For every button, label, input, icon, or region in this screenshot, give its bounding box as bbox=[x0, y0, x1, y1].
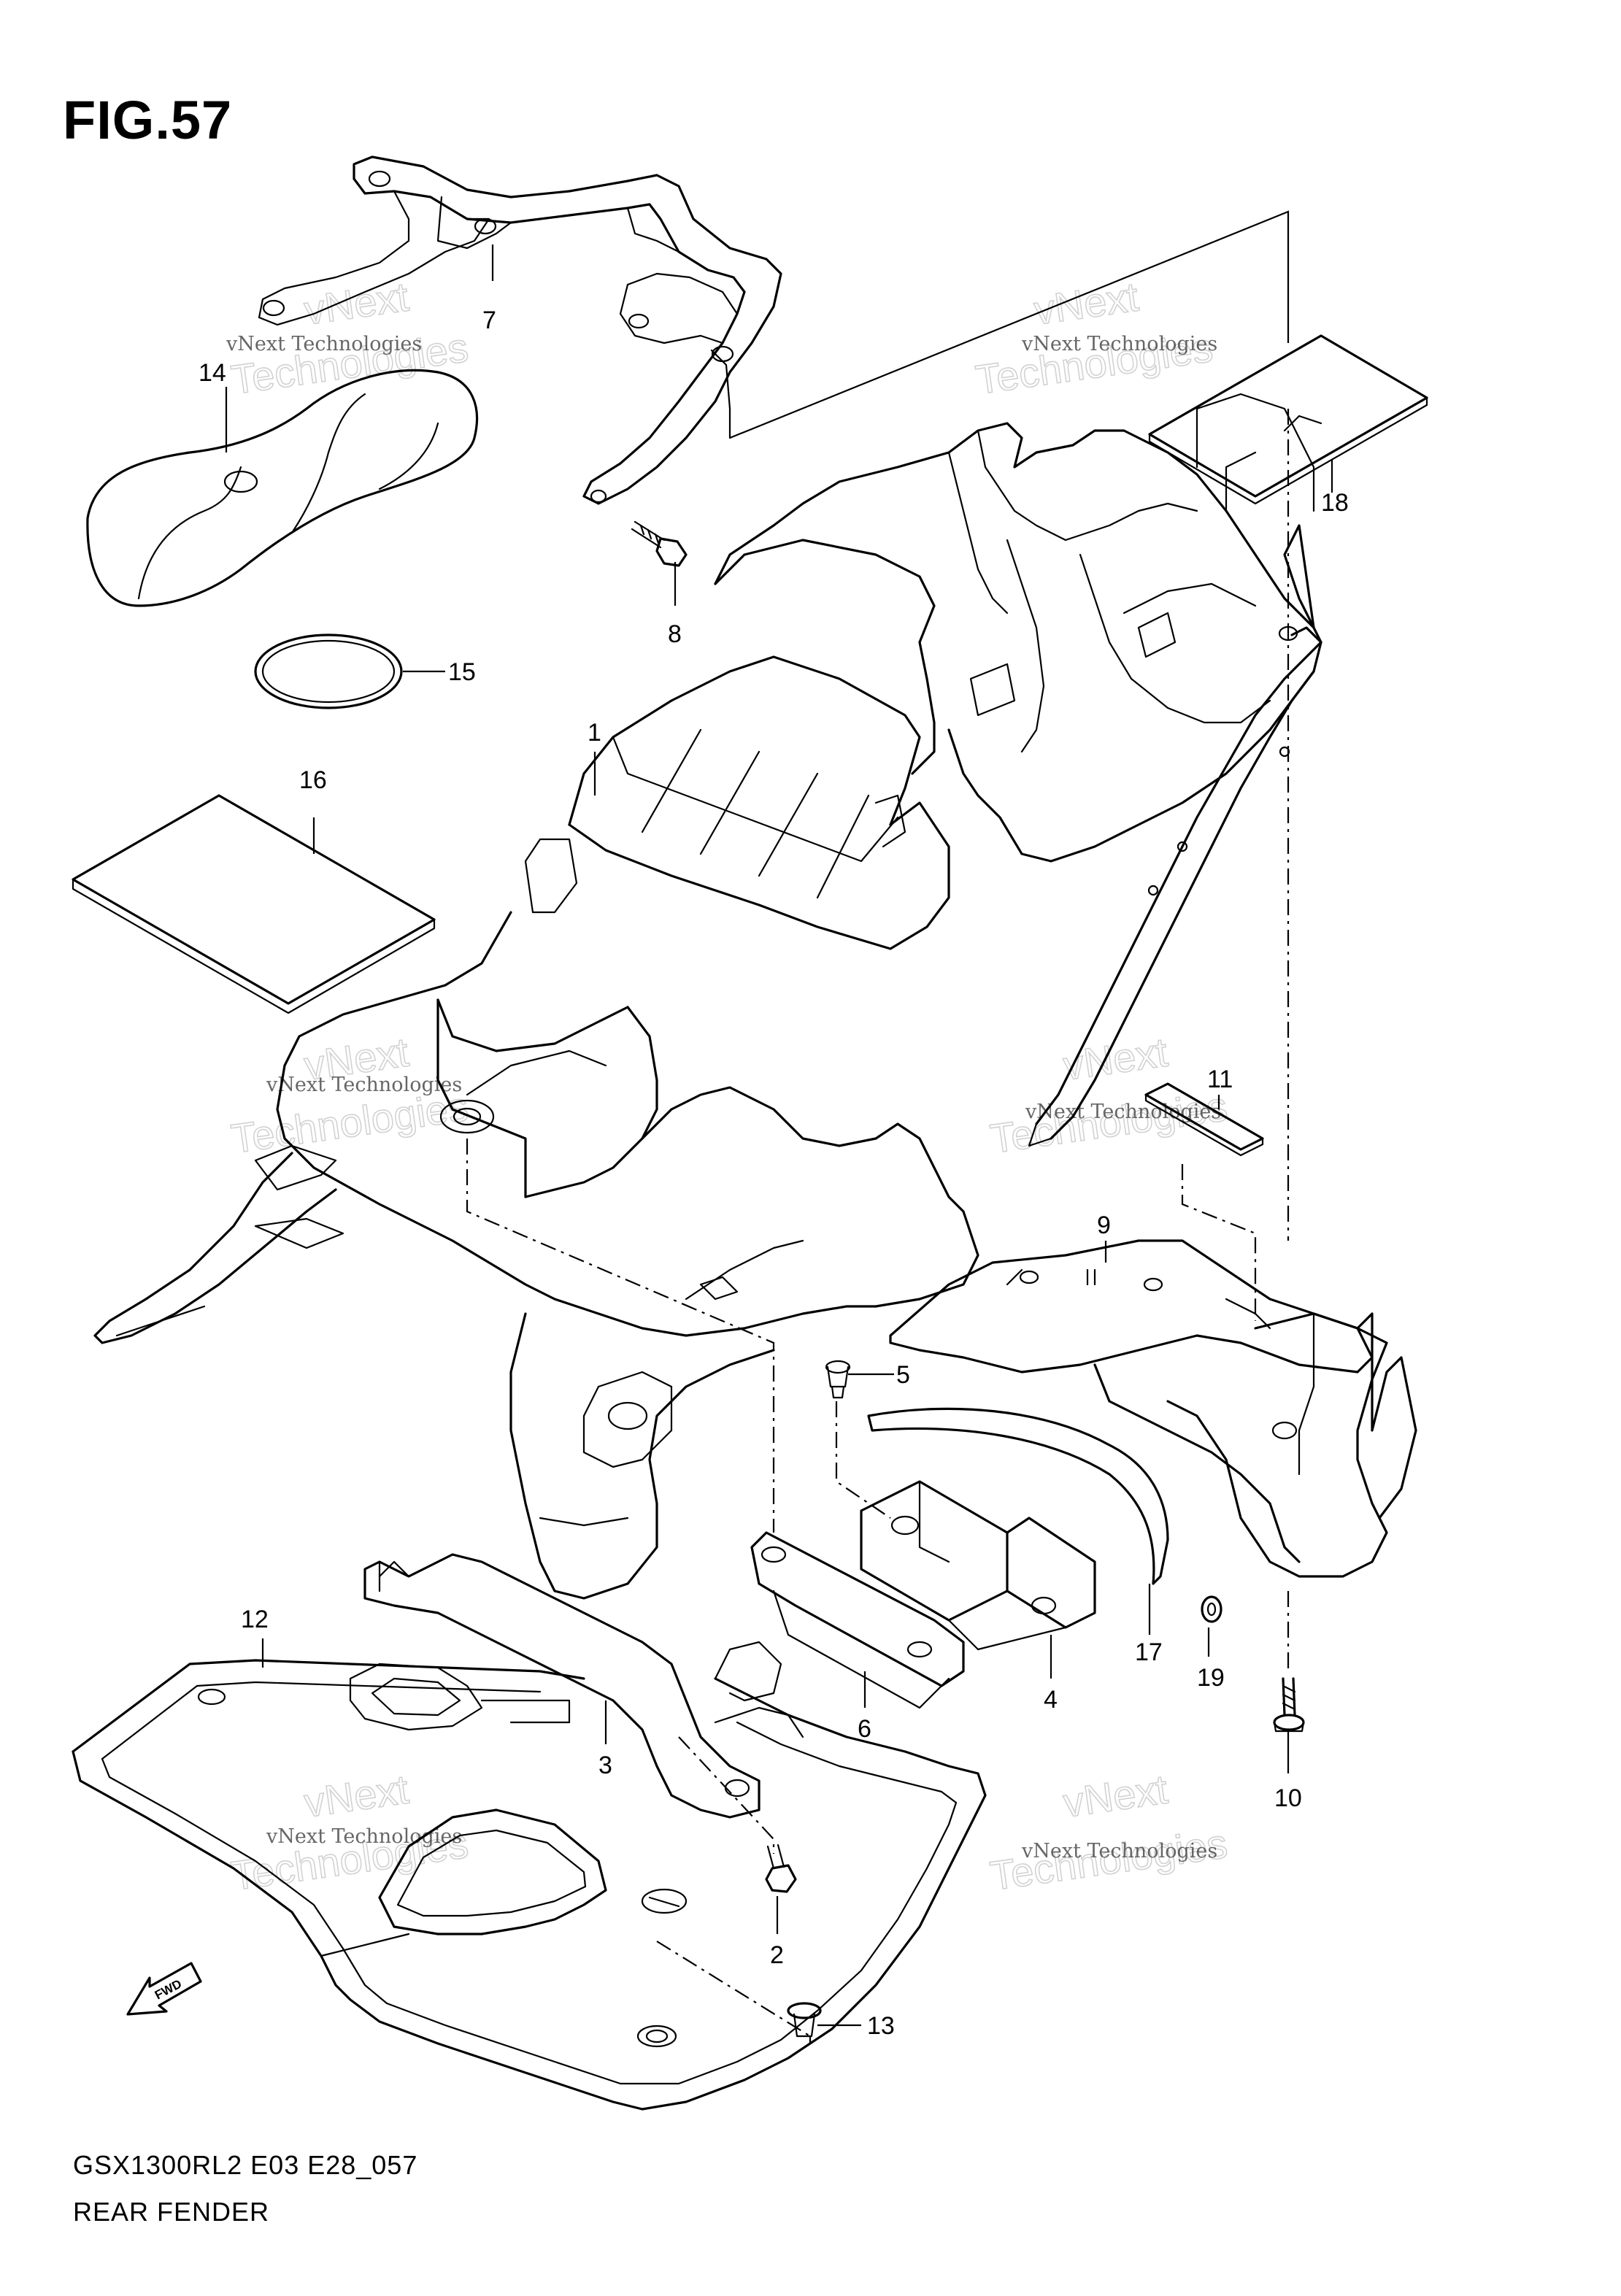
callout-19: 19 bbox=[1197, 1664, 1225, 1692]
assembly-lines bbox=[466, 210, 1290, 2043]
callout-3: 3 bbox=[598, 1752, 612, 1779]
part-5-clip bbox=[825, 1360, 851, 1399]
callout-11: 11 bbox=[1207, 1066, 1233, 1093]
callout-16: 16 bbox=[299, 766, 327, 794]
watermark-text: vNext Technologies bbox=[1021, 333, 1217, 355]
part-12-under-tray bbox=[72, 1641, 987, 2111]
watermark-text: vNext Technologies bbox=[266, 1074, 462, 1096]
part-11-pad bbox=[1144, 1082, 1264, 1157]
part-4-box bbox=[860, 1480, 1096, 1651]
watermark-vnext: vNext bbox=[1060, 1766, 1171, 1826]
watermark-text: vNext Technologies bbox=[1025, 1101, 1221, 1123]
callout-labels: 7 14 15 16 1 8 18 11 9 5 17 19 4 6 3 12 … bbox=[199, 307, 1349, 2040]
part-17-strip bbox=[867, 1407, 1169, 1585]
watermark-text: vNext Technologies bbox=[226, 333, 422, 355]
part-15-ring bbox=[254, 633, 403, 709]
callout-12: 12 bbox=[241, 1606, 269, 1633]
callout-8: 8 bbox=[668, 620, 682, 648]
watermark-vnext: vNext bbox=[301, 274, 412, 334]
part-14-cover bbox=[86, 369, 479, 607]
part-16-sheet bbox=[72, 794, 436, 1014]
fwd-label: FWD bbox=[153, 1977, 184, 2003]
part-10-bolt bbox=[1273, 1677, 1305, 1733]
callout-17: 17 bbox=[1135, 1638, 1163, 1666]
watermark-vnext: vNext bbox=[301, 1766, 412, 1826]
callout-1: 1 bbox=[588, 719, 601, 747]
callout-2: 2 bbox=[770, 1941, 784, 1969]
watermark-text: vNext Technologies bbox=[266, 1825, 462, 1848]
part-13-clip bbox=[787, 2002, 822, 2038]
callout-10: 10 bbox=[1274, 1784, 1302, 1812]
part-19-washer bbox=[1201, 1595, 1223, 1623]
model-code: GSX1300RL2 E03 E28_057 bbox=[73, 2150, 418, 2180]
part-7-grab-rail bbox=[258, 155, 782, 505]
callout-9: 9 bbox=[1097, 1211, 1111, 1239]
callout-7: 7 bbox=[482, 307, 496, 334]
leader-lines bbox=[225, 244, 1333, 2027]
callout-13: 13 bbox=[867, 2012, 895, 2040]
callout-14: 14 bbox=[199, 359, 226, 387]
callout-18: 18 bbox=[1321, 489, 1349, 517]
callout-5: 5 bbox=[896, 1361, 910, 1389]
figure-title: FIG.57 bbox=[63, 90, 233, 150]
part-8-bolt bbox=[631, 520, 688, 567]
part-6-plate bbox=[750, 1531, 965, 1709]
part-2-bolt bbox=[765, 1844, 797, 1893]
callout-15: 15 bbox=[448, 658, 476, 686]
fwd-arrow: FWD bbox=[126, 1962, 202, 2016]
part-18-sheet bbox=[1148, 334, 1428, 505]
part-1-rear-fender bbox=[93, 393, 1322, 1600]
part-9-bracket bbox=[889, 1239, 1417, 1578]
callout-6: 6 bbox=[858, 1715, 871, 1743]
section-name: REAR FENDER bbox=[73, 2197, 270, 2227]
watermark-vnext: vNext bbox=[1031, 274, 1141, 334]
callout-4: 4 bbox=[1044, 1686, 1058, 1714]
watermark-text: vNext Technologies bbox=[1021, 1840, 1217, 1862]
